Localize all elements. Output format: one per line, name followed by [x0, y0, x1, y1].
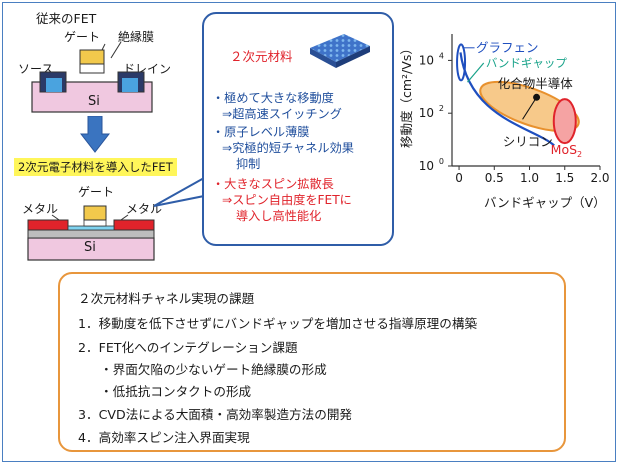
- insulator-label: 絶縁膜: [118, 30, 155, 44]
- callout-pointer: [153, 176, 206, 207]
- challenges-box: ２次元材料チャネル実現の課題 1．移動度を低下させずにバンドギャップを増加させる…: [58, 272, 566, 452]
- y-tick-label: 10: [419, 159, 434, 173]
- metal-right: [113, 219, 155, 231]
- conventional-si-label: Si: [88, 94, 100, 109]
- callout-title: ２次元材料: [230, 49, 293, 64]
- metal-left-label: メタル: [22, 202, 59, 216]
- callout-item: 導入し高性能化: [236, 209, 322, 223]
- challenge-item: 3．CVD法による大面積・高効率製造方法の開発: [78, 407, 353, 422]
- mos2-label: MoS2: [551, 142, 582, 159]
- trend-curve: [459, 52, 555, 147]
- two-d-insulator: [83, 219, 107, 227]
- challenge-subitem: ・低抵抗コンタクトの形成: [100, 384, 252, 399]
- challenges-title: ２次元材料チャネル実現の課題: [78, 291, 255, 306]
- callout-item: ⇒究極的短チャネル効果: [222, 141, 354, 155]
- callout-item: ・原子レベル薄膜: [212, 125, 310, 139]
- mobility-bandgap-chart: 0 0.5 1.0 1.5 2.0 10 0 10 2 10 4 グラフェンバンドギャップ化合物半導…: [419, 34, 610, 185]
- down-arrow: [80, 116, 110, 153]
- graphene-region: [456, 43, 467, 82]
- y-tick-exponent: 0: [439, 157, 444, 166]
- y-tick-label: 10: [419, 53, 434, 67]
- metal-right-label: メタル: [126, 202, 163, 216]
- conventional-fet-title: 従来のFET: [36, 11, 97, 26]
- silicon-label: シリコン: [503, 134, 553, 149]
- two-d-si-label: Si: [84, 240, 96, 255]
- two-d-channel: [67, 225, 115, 231]
- two-d-gate-label: ゲート: [78, 185, 115, 199]
- callout-item: ・極めて大きな移動度: [212, 91, 334, 105]
- mos2-region: [552, 98, 577, 145]
- x-tick-label: 2.0: [590, 171, 609, 185]
- oxide-layer: [27, 229, 155, 239]
- metal-left: [27, 219, 69, 231]
- graphene-label: グラフェン: [476, 40, 539, 55]
- callout-item: ・大きなスピン拡散長: [212, 177, 334, 191]
- chart-xlabel: バンドギャップ（V）: [484, 195, 606, 210]
- material-lattice-icon: [310, 34, 370, 68]
- challenge-item: 1．移動度を低下させずにバンドギャップを増加させる指導原理の構築: [78, 316, 478, 331]
- callout-item: ⇒超高速スイッチング: [222, 107, 342, 121]
- y-tick-exponent: 2: [439, 104, 444, 113]
- conventional-fet-drawing: [31, 41, 153, 113]
- x-tick-label: 1.5: [555, 171, 574, 185]
- two-d-gate: [83, 205, 107, 221]
- drain-region: [122, 78, 138, 92]
- compound-semiconductor-label: 化合物半導体: [498, 76, 574, 91]
- bandgap-label: バンドギャップ: [486, 56, 568, 70]
- chart-regions: [456, 43, 580, 147]
- figure-frame: [2, 2, 616, 462]
- y-tick-label: 10: [419, 106, 434, 120]
- chart-ylabel: 移動度（cm²/Vs）: [399, 42, 414, 148]
- x-tick-label: 1.0: [520, 171, 539, 185]
- two-d-material-callout: ２次元材料 ・極めて大きな移動度 ⇒超高速スイッチング ・原子レベル薄膜 ⇒究極…: [202, 12, 394, 246]
- challenge-item: 2．FET化へのインテグレーション課題: [78, 340, 298, 355]
- two-d-fet-drawing: [27, 205, 155, 261]
- callout-item: 抑制: [236, 157, 261, 171]
- silicon-leader: [522, 97, 537, 120]
- x-tick-label: 0: [455, 171, 463, 185]
- challenge-subitem: ・界面欠陥の少ないゲート絶縁膜の形成: [100, 362, 327, 377]
- chart-ticks: 0 0.5 1.0 1.5 2.0 10 0 10 2 10 4: [419, 51, 610, 185]
- chart-axes: [451, 34, 600, 167]
- callout-item: ⇒スピン自由度をFETに: [222, 193, 352, 207]
- y-tick-exponent: 4: [439, 51, 444, 60]
- source-region: [46, 78, 62, 92]
- transition-label: 2次元電子材料を導入したFET: [14, 158, 177, 176]
- gate-label: ゲート: [64, 30, 101, 44]
- gate-electrode: [79, 49, 105, 65]
- x-tick-label: 0.5: [485, 171, 504, 185]
- mos2-subscript: 2: [577, 150, 582, 159]
- bandgap-leader: [467, 62, 485, 83]
- challenge-item: 4．高効率スピン注入界面実現: [78, 430, 250, 445]
